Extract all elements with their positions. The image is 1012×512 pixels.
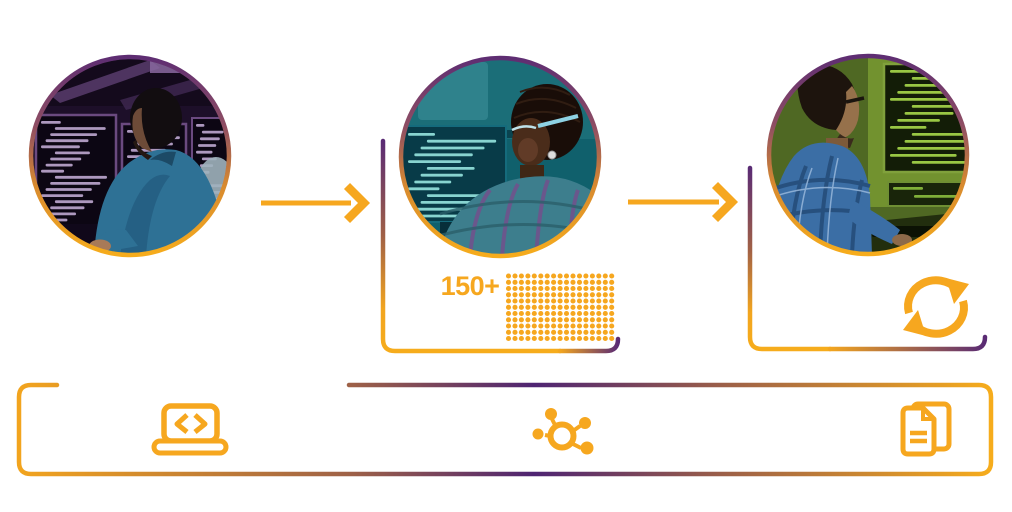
dot-grid: [505, 273, 615, 342]
bottom-bar-outline: [16, 382, 994, 477]
laptop-code-icon: [151, 403, 229, 456]
step3-photo: [766, 53, 970, 257]
dot-grid-count-label: 150+: [440, 271, 500, 301]
sync-icon: [903, 276, 969, 338]
arrow-2: [628, 181, 739, 223]
step2-photo-ring: [398, 55, 602, 259]
step1-photo: [28, 54, 232, 258]
step3-photo-ring: [766, 53, 970, 257]
step2-outline-box: [380, 138, 621, 354]
step2-photo: [398, 55, 602, 259]
step1-photo-ring: [28, 54, 232, 258]
arrow-1: [261, 182, 371, 224]
hub-icon: [532, 408, 594, 455]
step3-outline-box: [747, 165, 988, 352]
documents-icon: [900, 401, 952, 457]
